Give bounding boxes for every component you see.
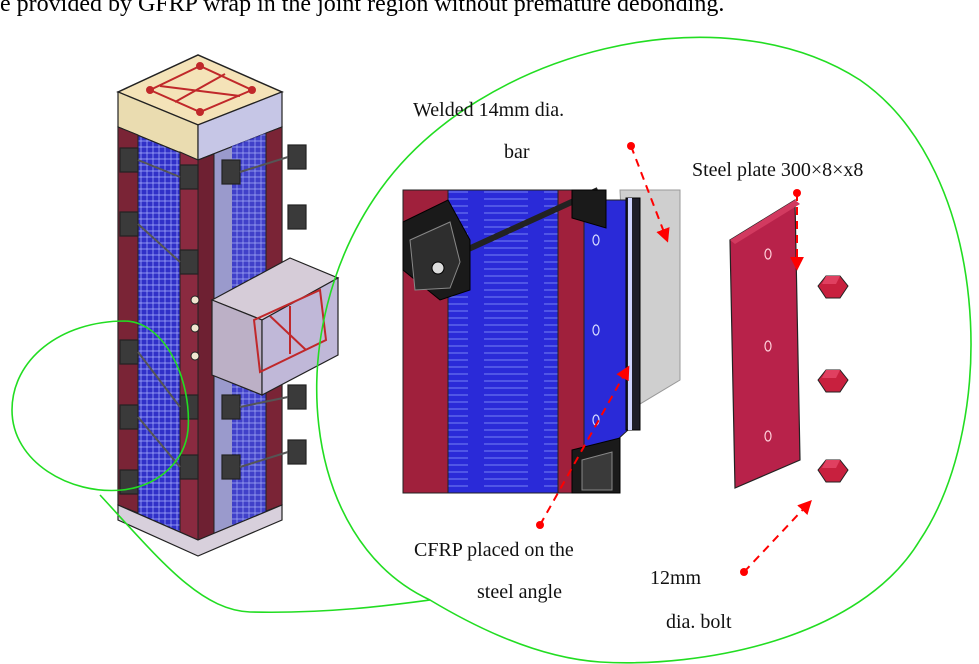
bolt [817,275,849,299]
callout-large-circle [315,36,972,664]
bolt [817,459,849,483]
top-rebar [146,62,256,116]
figure-caption: e provided by GFRP wrap in the joint reg… [0,0,725,17]
beam-rebar [252,288,328,374]
detail-view [402,142,849,576]
cfrp-label-line1: CFRP placed on the [414,539,574,561]
strengthened-column [116,54,340,557]
plate-holes [764,248,772,442]
callout-small-circle [11,320,190,492]
leader-dots [536,142,801,576]
steel-angle-brackets [119,144,307,495]
callout-outlines [11,36,972,664]
bolt-label-line1: 12mm [650,567,702,589]
callout-connector [99,494,431,614]
bolts [817,275,849,483]
welded-bar-label-line2: bar [504,141,530,163]
cfrp-label-line2: steel angle [477,581,562,603]
bar-bracket-right [571,189,607,229]
cfrp-on-angle [583,199,629,472]
steel-plate-label: Steel plate 300×8×x8 [692,159,864,181]
welded-bar-arrow [630,145,670,243]
cfrp-arrow [539,365,630,526]
welded-bar-label-line1: Welded 14mm dia. [413,99,565,121]
beam-bolts [190,295,200,361]
bolt [817,369,849,393]
leader-arrows [539,145,812,573]
bolt-arrow [743,499,812,573]
bolt-label-line2: dia. bolt [666,611,732,633]
